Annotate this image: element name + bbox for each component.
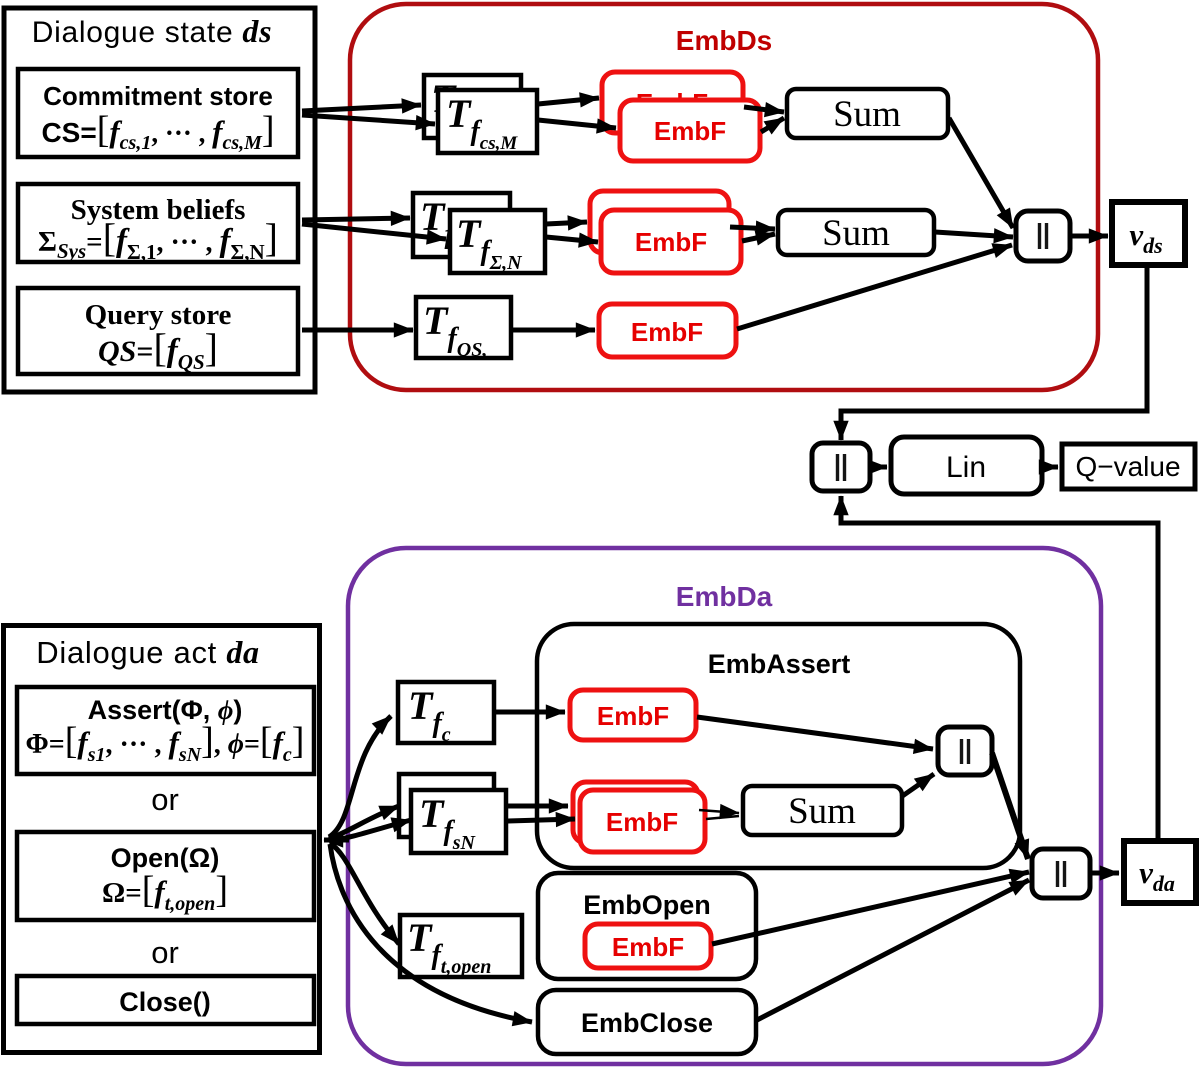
svg-text:EmbF: EmbF: [654, 116, 726, 146]
svg-text:Dialogue act da: Dialogue act da: [36, 634, 259, 670]
svg-text:Commitment store: Commitment store: [43, 81, 273, 111]
svg-text:Q−value: Q−value: [1075, 451, 1180, 482]
svg-text:EmbF: EmbF: [635, 227, 707, 257]
svg-text:CS=[fcs,1, ··· , fcs,M]: CS=[fcs,1, ··· , fcs,M]: [41, 109, 274, 154]
svg-text:Assert(Φ, ϕ): Assert(Φ, ϕ): [88, 695, 243, 725]
svg-text:EmbF: EmbF: [631, 317, 703, 347]
svg-text:Open(Ω): Open(Ω): [111, 843, 220, 873]
svg-text:System beliefs: System beliefs: [71, 194, 246, 226]
svg-text:EmbOpen: EmbOpen: [583, 890, 711, 920]
svg-text:Sum: Sum: [833, 94, 901, 135]
svg-text:EmbF: EmbF: [612, 932, 684, 962]
svg-text:Sum: Sum: [822, 213, 890, 254]
svg-text:Query store: Query store: [85, 299, 232, 331]
svg-text:QS=[fQS]: QS=[fQS]: [98, 325, 218, 374]
svg-text:Dialogue state ds: Dialogue state ds: [32, 13, 273, 49]
svg-text:EmbAssert: EmbAssert: [708, 649, 851, 679]
svg-text:EmbDs: EmbDs: [676, 25, 772, 56]
svg-text:Close(): Close(): [119, 987, 211, 1017]
svg-text:or: or: [151, 782, 179, 817]
svg-text:or: or: [151, 935, 179, 970]
svg-text:EmbDa: EmbDa: [676, 581, 773, 612]
svg-text:Sum: Sum: [788, 791, 856, 832]
svg-text:EmbF: EmbF: [606, 807, 678, 837]
svg-text:Lin: Lin: [946, 451, 986, 484]
svg-text:EmbClose: EmbClose: [581, 1008, 713, 1038]
svg-text:EmbF: EmbF: [597, 701, 669, 731]
